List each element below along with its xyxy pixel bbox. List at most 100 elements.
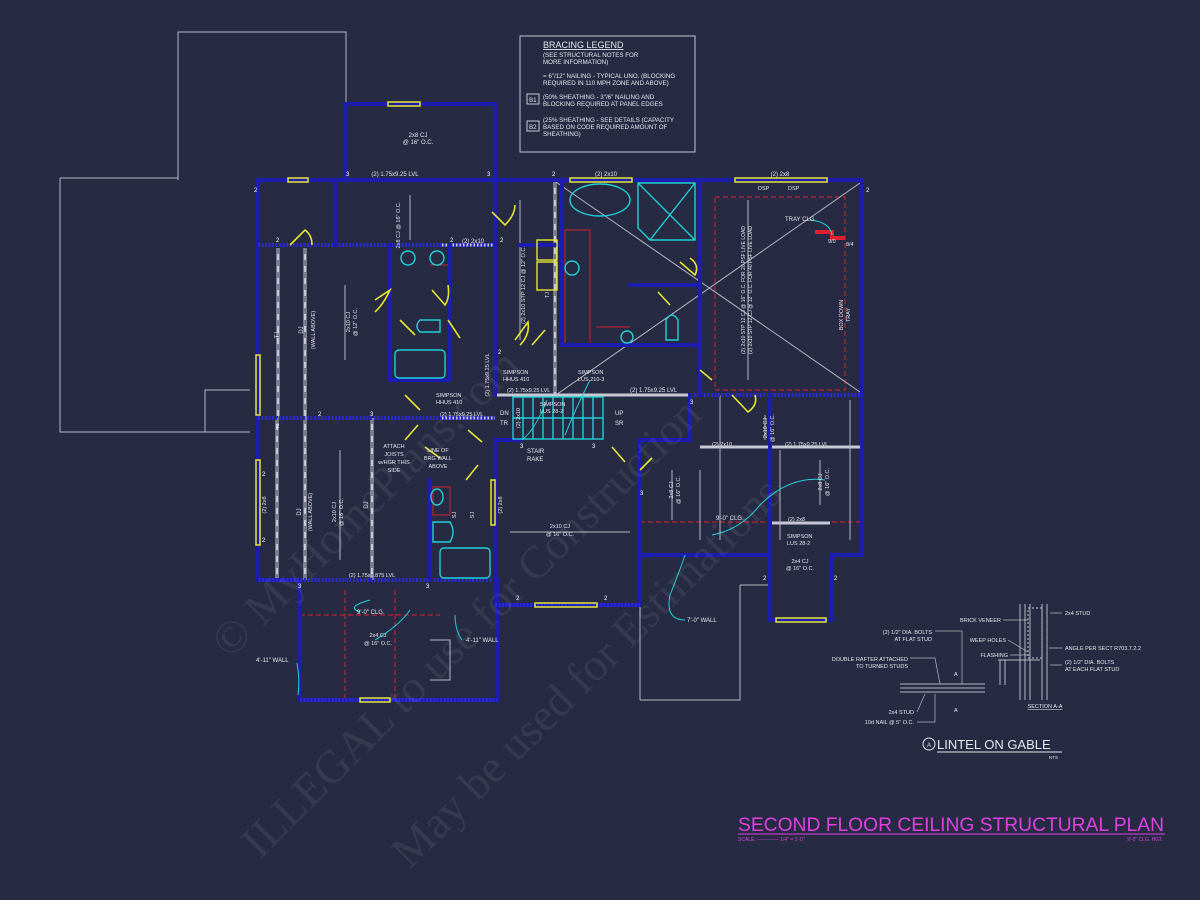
joist-label: @ 16" O.C.: [825, 468, 831, 496]
detail-label: 10d NAIL @ 5" O.C.: [865, 720, 915, 726]
secondary-lines: [430, 395, 851, 701]
tray-height-label: 8/4: [846, 242, 854, 248]
attach-note: ATTACH: [383, 444, 404, 450]
legend-item: (25% SHEATHING - SEE DETAILS (CAPACITY: [543, 117, 674, 124]
joist-label: (2) 2x10 STP 12 CJ @ 12" O.C. FOR 40 PSF…: [748, 226, 754, 354]
bearing-mark: 3: [370, 412, 374, 418]
title-block: SECOND FLOOR CEILING STRUCTURAL PLAN SCA…: [738, 814, 1165, 843]
bearing-mark: 2: [450, 238, 454, 244]
legend-note: MORE INFORMATION): [543, 59, 608, 66]
hanger-label: LUS 210-3: [578, 377, 604, 383]
toilet-icon: [416, 319, 441, 333]
detail-tag-circle: [922, 737, 936, 751]
bearing-mark: 2: [763, 576, 767, 582]
attach-note: SIDE: [388, 468, 401, 474]
dsp-label: DSP: [788, 186, 800, 192]
detail-label: ANGLE PER SECT R703.7.2.2: [1065, 646, 1141, 652]
joist-label: (2) 2x10 STP 12 CJ @ 12" O.C.: [521, 246, 527, 324]
section-label: SECTION A-A: [1028, 704, 1063, 710]
detail-label: FLASHING: [980, 653, 1008, 659]
window: [569, 177, 633, 183]
header-label: (2) 2x10: [516, 408, 522, 428]
shower-icon: [637, 182, 696, 241]
header-label: (2) 2x8: [262, 496, 268, 513]
joist-label: 2x10 CJ: [346, 312, 352, 332]
stair-rake-label: RAKE: [527, 457, 543, 463]
dsp-label: DSP: [758, 186, 770, 192]
floor-plan: 3 3 2 2 2 2 2 2 2 2 2 3 3 3 3 2 2 3 3 2 …: [254, 101, 870, 703]
hanger-label: HHUS 410: [503, 377, 529, 383]
bearing-mark: 2: [276, 238, 280, 244]
bearing-mark: 2: [516, 596, 520, 602]
legend-item: (50% SHEATHING - 3"/6" NAILING AND: [543, 94, 655, 101]
bearing-wall-note: ABOVE: [429, 464, 448, 470]
existing-house-outline: [59, 31, 347, 433]
hanger-label: SIMPSON: [540, 402, 565, 408]
joist-label: 2x4 CJ: [369, 633, 386, 639]
header-label: (2) 2x10: [462, 239, 485, 245]
tj-label: TJ: [545, 292, 551, 298]
window: [734, 177, 828, 183]
hanger-label: SIMPSON: [436, 393, 461, 399]
attach-note: JOISTS: [384, 452, 404, 458]
window: [490, 479, 496, 526]
joist-span-arrows: [339, 195, 821, 560]
joist-label: 2x10 CJ: [332, 502, 338, 522]
hanger-label: SIMPSON: [503, 370, 528, 376]
b1-box: [526, 93, 540, 105]
plan-labels: (2) 1.75x9.25 LVL 2x8 CJ @ 16" O.C. 2x8 …: [256, 133, 854, 664]
nts-label: NTS: [1049, 755, 1058, 760]
bearing-mark: 3: [346, 172, 350, 178]
wall-height-label: 7'-0" WALL: [687, 618, 717, 624]
legend-title: BRACING LEGEND: [543, 40, 624, 50]
hanger-label: LUS 28-2: [540, 409, 563, 415]
windows: [255, 101, 828, 703]
header-label: (2) 2x10: [712, 442, 732, 448]
dj-label: DJ: [364, 501, 370, 508]
sink-icon: [400, 250, 416, 266]
tray-ceiling-label: TRAY CLG.: [785, 217, 816, 223]
interior-walls-hatched: [258, 243, 862, 702]
detail-label: 2x4 STUD: [889, 710, 914, 716]
cabinet-icon: [536, 239, 558, 261]
detail-label: (2) 1/2" DIA. BOLTS: [1065, 660, 1115, 666]
legend-item: = 6"/12" NAILING - TYPICAL UNO. (BLOCKIN…: [543, 73, 675, 80]
bearing-mark: 2: [262, 538, 266, 544]
scale-label: SCALE: ------------- 1/4" = 1'-0": [738, 837, 805, 843]
header-label: (2) 2x8: [498, 496, 504, 513]
bathtub-icon: [439, 547, 491, 579]
plan-title: SECOND FLOOR CEILING STRUCTURAL PLAN: [738, 814, 1164, 836]
wall-height-label: 4'-11" WALL: [256, 658, 289, 664]
stair: [512, 379, 604, 441]
cabinet-icon: [536, 261, 558, 291]
window: [255, 354, 261, 416]
stair-up-label: UP: [615, 411, 623, 417]
toilet-icon: [665, 314, 679, 341]
toilet-icon: [432, 521, 454, 543]
legend-item: SHEATHING): [543, 131, 581, 138]
bracing-legend: BRACING LEGEND (SEE STRUCTURAL NOTES FOR…: [519, 35, 696, 153]
legend-item: BASED ON CODE REQUIRED AMOUNT OF: [543, 124, 668, 131]
plumbing-fixtures: [394, 182, 696, 579]
legend-tag-b2: B2: [529, 124, 537, 131]
stair-tr-label: TR: [500, 421, 509, 427]
joist-label: 2x8 CJ: [818, 473, 824, 490]
bearing-mark: 3: [520, 444, 524, 450]
window: [775, 617, 827, 623]
joist-label: 2x4 CJ: [791, 559, 808, 565]
b2-box: [526, 120, 540, 132]
detail-label: AT FLAT STUD: [895, 637, 933, 643]
detail-title: LINTEL ON GABLE: [937, 737, 1051, 752]
leader-lines: [296, 219, 833, 696]
bearing-wall-note: LINE OF: [427, 448, 449, 454]
detail-label: AT EACH FLAT STUD: [1065, 667, 1119, 673]
section-cut-marker: A: [954, 708, 958, 714]
stair-rake-label: STAIR: [527, 449, 545, 455]
header-label: (2) 2x10: [595, 172, 618, 178]
tray-height-label: 9/0: [828, 239, 836, 245]
joist-label: @ 16" O.C.: [546, 532, 574, 538]
joist-label: @ 16" O.C.: [339, 498, 345, 526]
joist-label: 2x10 CJ: [763, 418, 769, 438]
detail-label: WEEP HOLES: [970, 638, 1007, 644]
